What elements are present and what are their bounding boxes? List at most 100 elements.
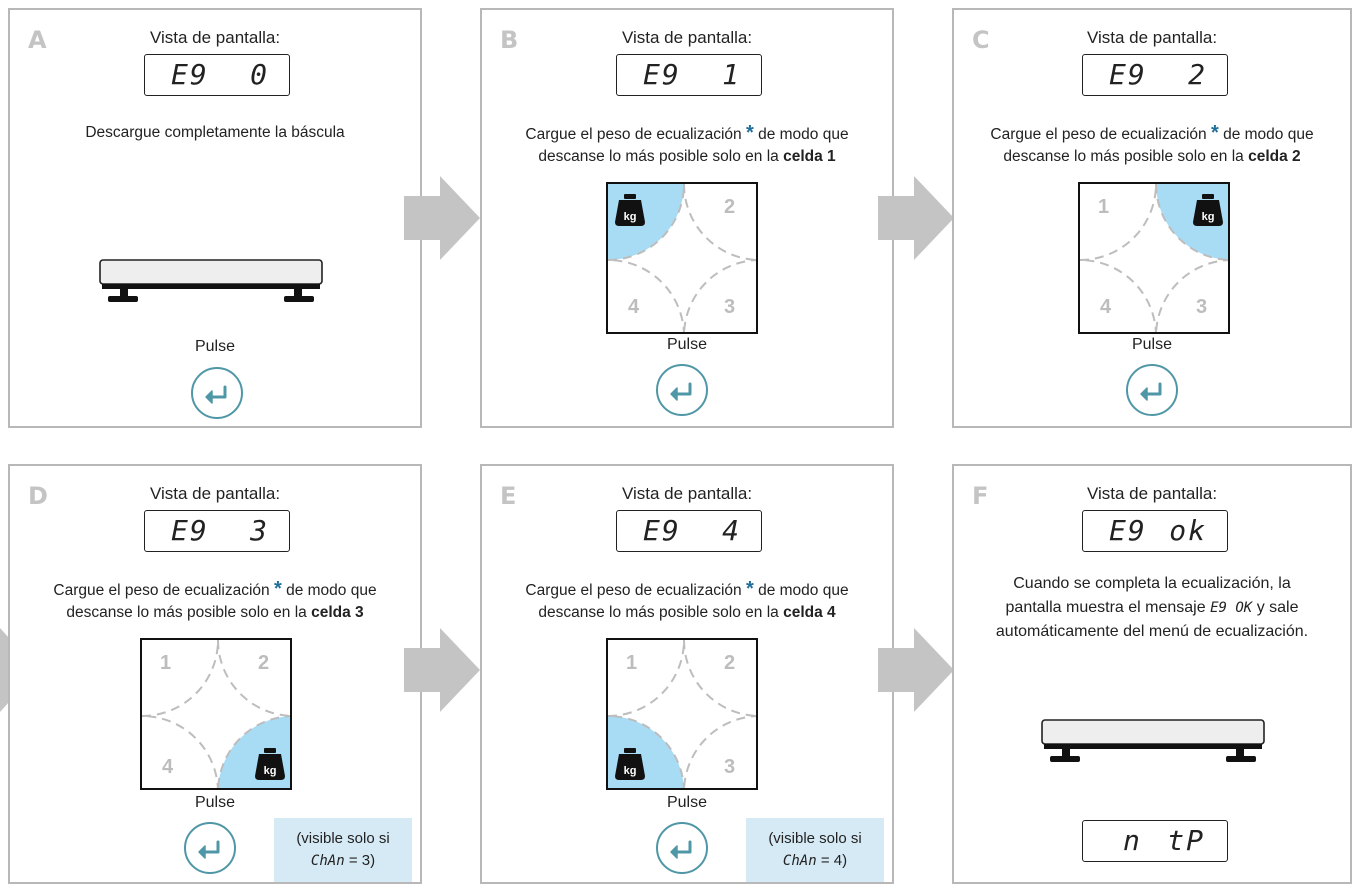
instruction-part: de modo que [758,582,849,599]
arrow-right-icon [404,628,480,712]
display-value: ok [1169,514,1207,547]
instruction-part: de modo que [286,582,377,599]
instruction-part: descanse lo más posible solo en la [538,148,779,165]
display-code: E9 [1109,58,1147,91]
enter-button[interactable] [656,364,708,416]
display-code: E9 [171,58,209,91]
asterisk-mark: * [745,578,754,600]
arrow-right-icon [404,176,480,260]
scale-icon [99,259,323,303]
cell-label: celda 2 [1248,148,1301,165]
lcd-display: E9 0 [144,54,290,96]
panel-a: A Vista de pantalla: E9 0 Descargue comp… [8,8,422,428]
display-code: n [1123,824,1142,857]
note-code: ChAn [782,853,817,869]
panel-b: B Vista de pantalla: E9 1 Cargue el peso… [480,8,894,428]
display-value: tP [1167,824,1205,857]
enter-arrow-icon [669,382,692,402]
load-cell-grid: kg 1 3 4 [1078,182,1230,334]
instruction-part: Cargue el peso de ecualización [525,126,742,143]
display-value: 0 [250,58,269,91]
weight-unit: kg [264,765,277,777]
instruction-text: Cargue el peso de ecualización * de modo… [482,578,892,624]
cell-label: celda 3 [311,604,364,621]
pulse-label: Pulse [1131,336,1173,353]
asterisk-mark: * [273,578,282,600]
note-text: (visible solo si [768,830,862,847]
completion-part: Cuando se completa la ecualización, la [1013,575,1291,592]
cell-number: 4 [1100,296,1112,318]
step-letter: B [500,26,519,54]
cell-number: 3 [724,756,736,778]
note-value: = 4) [820,852,848,869]
step-letter: A [28,26,47,54]
panel-d: D Vista de pantalla: E9 3 Cargue el peso… [8,464,422,884]
instruction-part: de modo que [758,126,849,143]
enter-button[interactable] [1126,364,1178,416]
instruction-part: Cargue el peso de ecualización [525,582,742,599]
display-value: 4 [722,514,741,547]
pulse-label: Pulse [194,794,236,811]
completion-part: y sale [1256,599,1299,616]
display-value: 3 [250,514,269,547]
load-cell-grid: kg 1 2 3 [606,638,758,790]
cell-number: 2 [258,652,270,674]
instruction-text: Cargue el peso de ecualización * de modo… [10,578,420,624]
arrow-right-icon [878,176,954,260]
cell-label: celda 4 [783,604,836,621]
visibility-note: (visible solo si ChAn = 4) [746,818,884,882]
enter-button[interactable] [184,822,236,874]
lcd-display-secondary: n tP [1082,820,1228,862]
weight-unit: kg [1202,211,1215,223]
lcd-display: E9 3 [144,510,290,552]
pulse-label: Pulse [194,338,236,355]
note-value: = 3) [348,852,376,869]
visibility-note: (visible solo si ChAn = 3) [274,818,412,882]
enter-button[interactable] [191,367,243,419]
pulse-label: Pulse [666,794,708,811]
panel-c: C Vista de pantalla: E9 2 Cargue el peso… [952,8,1352,428]
display-code: E9 [1109,514,1147,547]
screen-view-label: Vista de pantalla: [621,484,753,503]
completion-part: pantalla muestra el mensaje [1005,599,1206,616]
note-text: (visible solo si [296,830,390,847]
screen-view-label: Vista de pantalla: [1086,484,1218,503]
weight-unit: kg [624,211,637,223]
step-letter: C [972,26,990,54]
instruction-text: Cargue el peso de ecualización * de modo… [954,122,1350,168]
cell-number: 1 [626,652,638,674]
completion-text: Cuando se completa la ecualización, la p… [954,572,1350,644]
note-code: ChAn [310,853,345,869]
load-cell-grid: kg 1 2 4 [140,638,292,790]
cell-number: 4 [628,296,640,318]
step-letter: D [28,482,48,510]
asterisk-mark: * [745,122,754,144]
display-value: 1 [722,58,741,91]
cell-number: 2 [724,652,736,674]
display-code: E9 [643,58,681,91]
screen-view-label: Vista de pantalla: [621,28,753,47]
lcd-display: E9 ok [1082,510,1228,552]
enter-arrow-icon [197,840,220,860]
cell-label: celda 1 [783,148,836,165]
screen-view-label: Vista de pantalla: [149,28,281,47]
instruction-part: Cargue el peso de ecualización [990,126,1207,143]
lcd-display: E9 1 [616,54,762,96]
cell-number: 3 [724,296,736,318]
arrow-right-icon [878,628,954,712]
instruction-text: Cargue el peso de ecualización * de modo… [482,122,892,168]
enter-arrow-icon [204,385,227,405]
cell-number: 1 [1098,196,1110,218]
completion-message-code: E9 OK [1210,600,1253,616]
load-cell-grid: kg 2 3 4 [606,182,758,334]
scale-icon [1041,719,1265,763]
step-letter: E [500,482,517,510]
enter-button[interactable] [656,822,708,874]
cell-number: 4 [162,756,174,778]
panel-f: F Vista de pantalla: E9 ok Cuando se com… [952,464,1352,884]
enter-arrow-icon [1139,382,1162,402]
display-value: 2 [1188,58,1207,91]
instruction-part: descanse lo más posible solo en la [66,604,307,621]
lcd-display: E9 4 [616,510,762,552]
instruction-part: descanse lo más posible solo en la [538,604,779,621]
